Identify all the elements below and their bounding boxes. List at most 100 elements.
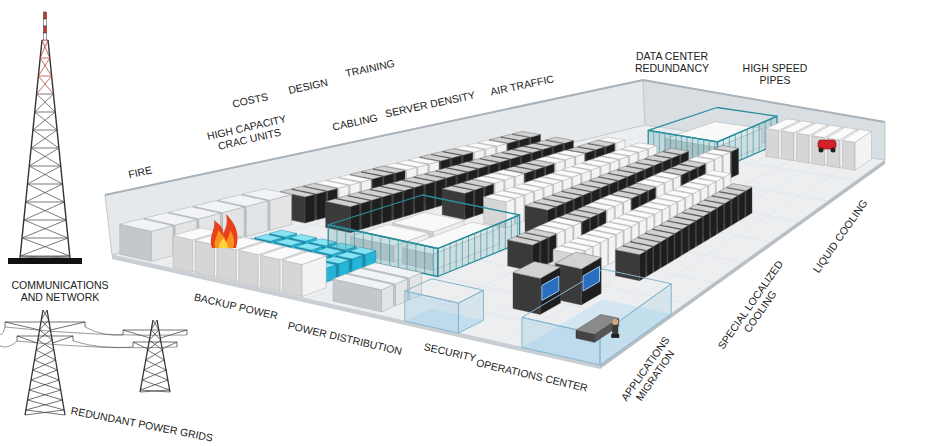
pylon-member bbox=[53, 336, 73, 343]
box-face bbox=[508, 237, 540, 246]
tower-brace bbox=[31, 148, 61, 166]
fence-bar bbox=[505, 221, 506, 249]
tower-brace bbox=[38, 58, 49, 76]
tower-brace bbox=[40, 40, 48, 58]
tower-brace bbox=[26, 202, 65, 203]
tower-brace bbox=[27, 184, 64, 202]
pylon-member bbox=[142, 380, 169, 390]
pylon-member bbox=[157, 320, 170, 392]
fence-bar bbox=[450, 243, 451, 271]
pylon-member bbox=[140, 390, 170, 392]
callout-label: SERVER DENSITY bbox=[382, 88, 478, 120]
power-wire bbox=[0, 327, 5, 335]
tower-brace bbox=[35, 94, 54, 112]
equipment bbox=[120, 108, 872, 366]
box-face bbox=[475, 187, 484, 216]
box-face bbox=[601, 239, 608, 269]
tower-brace bbox=[20, 238, 68, 256]
power-pylon bbox=[123, 320, 187, 392]
fence-bar bbox=[415, 244, 416, 272]
fence-bar bbox=[389, 238, 390, 266]
pylon-member bbox=[149, 330, 158, 340]
fence-bar bbox=[433, 248, 434, 276]
box-face bbox=[120, 219, 173, 232]
box-face bbox=[405, 279, 484, 303]
box-face bbox=[781, 131, 794, 161]
pylon-member bbox=[34, 360, 57, 370]
box-face bbox=[541, 238, 548, 267]
pylon-member bbox=[177, 342, 178, 347]
box-face bbox=[640, 251, 646, 281]
box-face bbox=[710, 208, 716, 238]
room-shell bbox=[105, 80, 885, 369]
pylon-member bbox=[38, 330, 51, 340]
box-face bbox=[438, 215, 520, 277]
pylon-member bbox=[123, 330, 150, 338]
fence-bar bbox=[747, 129, 748, 157]
power-distribution-unit bbox=[333, 274, 393, 312]
callout-label: SECURITY bbox=[421, 340, 479, 365]
security-room bbox=[405, 279, 484, 333]
fence-bar bbox=[468, 236, 469, 264]
fence-bar bbox=[499, 223, 500, 251]
box-face bbox=[350, 204, 359, 233]
tower-brace bbox=[20, 256, 70, 258]
box-face bbox=[361, 201, 370, 230]
alarm-wheel bbox=[819, 148, 824, 153]
alarm-wheel bbox=[831, 148, 836, 153]
tower-brace bbox=[20, 256, 70, 257]
pylon-member bbox=[17, 336, 18, 341]
box-face bbox=[239, 250, 258, 286]
box-face bbox=[333, 274, 393, 290]
tower-brace bbox=[35, 112, 56, 113]
floor-tile-line bbox=[551, 157, 861, 355]
operator-desk bbox=[576, 314, 619, 342]
pylon-member bbox=[162, 342, 177, 349]
box-face bbox=[766, 129, 779, 159]
operator-figure bbox=[611, 319, 619, 338]
box-face bbox=[217, 245, 236, 281]
pylon-member bbox=[151, 330, 160, 340]
callout-label: DATA CENTER REDUNDANCY bbox=[625, 50, 719, 74]
tower-brace bbox=[37, 76, 52, 94]
callout-label: FIRE bbox=[125, 163, 155, 181]
tower-brace bbox=[33, 112, 55, 130]
tower-base bbox=[8, 258, 82, 264]
crac-unit bbox=[120, 219, 173, 262]
pylon-member bbox=[50, 322, 85, 330]
tower-brace bbox=[27, 166, 60, 184]
alarm-device bbox=[818, 140, 836, 153]
pylon-member bbox=[140, 380, 167, 390]
callout-label: POWER DISTRIBUTION bbox=[285, 319, 405, 358]
ups-cabinet bbox=[283, 252, 327, 297]
tower-brace bbox=[38, 76, 53, 94]
callout-label: COSTS bbox=[229, 90, 271, 110]
tower-brace bbox=[40, 58, 51, 76]
power-pylon bbox=[5, 310, 85, 415]
pylon-member bbox=[187, 330, 188, 335]
operator-head bbox=[612, 319, 618, 325]
box-face bbox=[513, 272, 540, 314]
box-face bbox=[326, 199, 360, 207]
monitor-screen bbox=[542, 276, 559, 300]
box-face bbox=[615, 246, 645, 255]
tower-brace bbox=[27, 184, 62, 185]
tower-brace bbox=[22, 238, 70, 256]
monitors bbox=[542, 266, 600, 300]
pylon-member bbox=[160, 330, 187, 338]
box-face bbox=[675, 230, 681, 260]
box-face bbox=[609, 235, 616, 265]
tower-mast bbox=[44, 19, 47, 26]
callout-label: AIR TRAFFIC bbox=[487, 72, 557, 98]
communications-tower bbox=[8, 12, 82, 264]
box-face bbox=[725, 200, 731, 230]
floor-edge bbox=[112, 255, 600, 369]
pylon-member bbox=[73, 336, 74, 341]
box-face bbox=[372, 198, 381, 227]
tower-leg bbox=[48, 40, 70, 258]
pylon-member bbox=[41, 310, 47, 320]
callout-label: BACKUP POWER bbox=[191, 290, 281, 322]
box-face bbox=[731, 148, 738, 177]
box-face bbox=[513, 261, 561, 278]
